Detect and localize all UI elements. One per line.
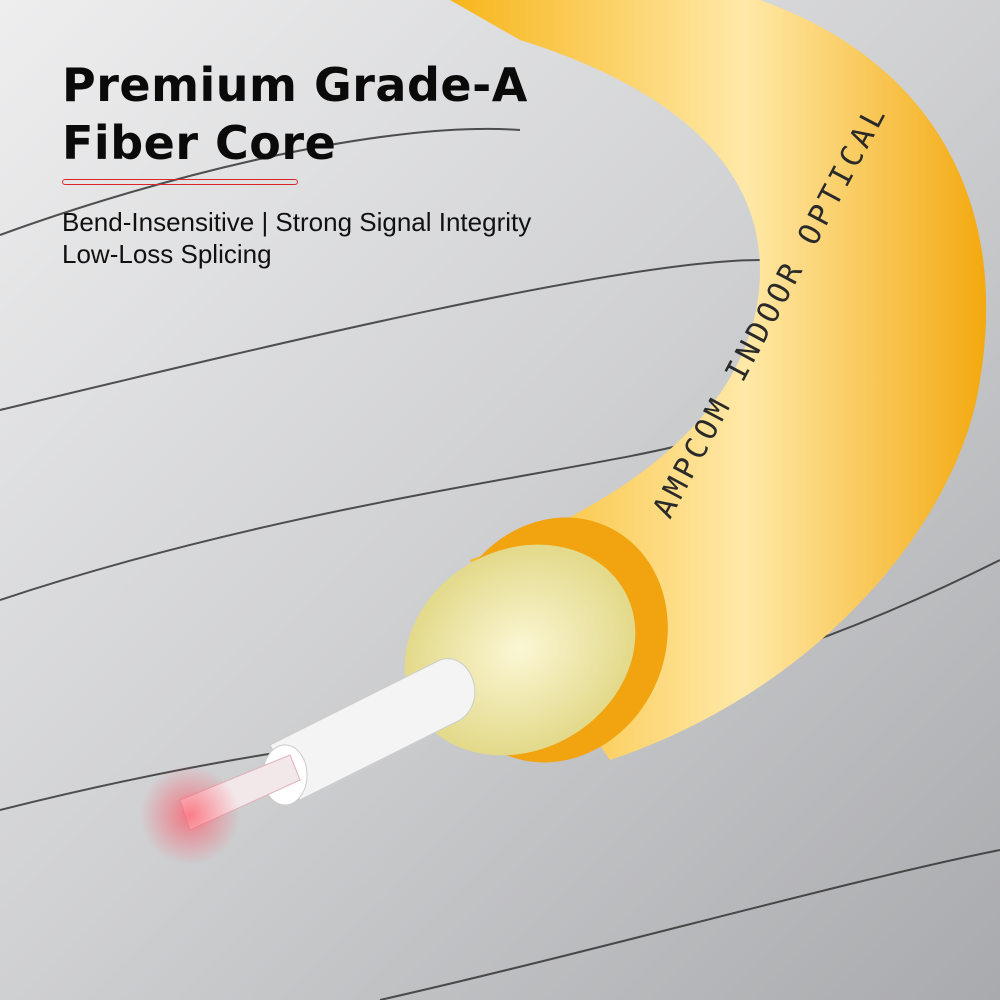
tight-buffer <box>269 658 476 801</box>
headline: Premium Grade-A Fiber Core <box>62 56 528 172</box>
light-glow <box>140 765 240 865</box>
subtitle-line-2: Low-Loss Splicing <box>62 239 272 269</box>
steel-coil-rings <box>0 127 1000 1000</box>
subtitle-line-1: Bend-Insensitive | Strong Signal Integri… <box>62 207 532 237</box>
accent-divider <box>62 179 298 185</box>
headline-line-2: Fiber Core <box>62 116 337 170</box>
headline-line-1: Premium Grade-A <box>62 58 528 112</box>
subtitle: Bend-Insensitive | Strong Signal Integri… <box>62 206 531 270</box>
